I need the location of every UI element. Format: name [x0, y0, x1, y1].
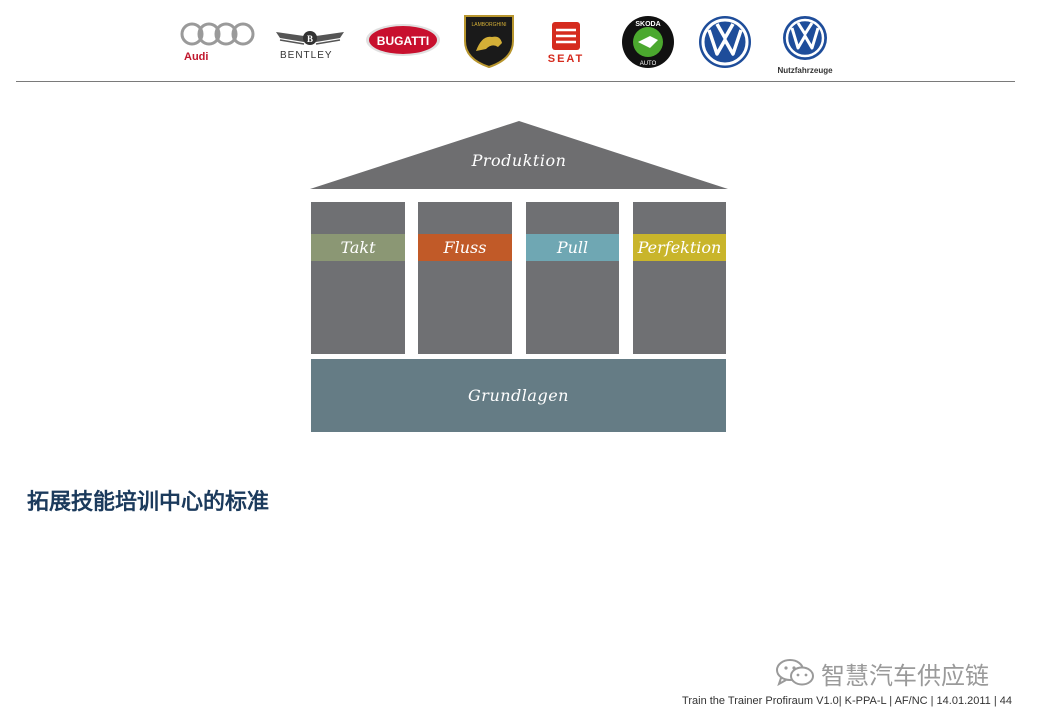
svg-text:B: B: [307, 34, 313, 44]
foundation-block: Grundlagen: [311, 359, 726, 432]
svg-text:LAMBORGHINI: LAMBORGHINI: [471, 22, 506, 28]
seat-label: SEAT: [548, 53, 585, 64]
roof-label: Produktion: [471, 151, 567, 170]
bugatti-oval-icon: BUGATTI: [364, 22, 442, 58]
bentley-label: BENTLEY: [280, 50, 333, 61]
vw-commercial-logo-icon: Nutzfahrzeuge: [771, 14, 841, 78]
band-perfektion: Perfektion: [633, 234, 726, 261]
roof-shape: [310, 121, 728, 189]
header-divider: [16, 81, 1015, 82]
skoda-arrow-icon: SKODA AUTO: [620, 14, 676, 70]
vw-logo-icon: [697, 14, 753, 70]
watermark: 智慧汽车供应链: [775, 656, 989, 690]
foundation-label: Grundlagen: [468, 386, 569, 405]
audi-label: Audi: [184, 51, 208, 63]
pillar-fluss: [418, 202, 512, 354]
lamborghini-shield-icon: LAMBORGHINI: [462, 13, 516, 69]
watermark-text: 智慧汽车供应链: [821, 661, 989, 690]
svg-text:AUTO: AUTO: [640, 61, 657, 67]
band-pull: Pull: [526, 234, 619, 261]
slide-footer: Train the Trainer Profiraum V1.0| K-PPA-…: [682, 695, 1012, 707]
brand-logo-bar: Audi B BENTLEY BUGATTI LAMBORGHINI: [0, 0, 1040, 82]
band-fluss: Fluss: [418, 234, 512, 261]
bentley-wings-icon: B BENTLEY: [272, 22, 348, 62]
pillar-takt: [311, 202, 405, 354]
bugatti-label: BUGATTI: [377, 34, 429, 48]
band-takt: Takt: [311, 234, 405, 261]
pillar-pull: [526, 202, 619, 354]
svg-text:SKODA: SKODA: [635, 21, 660, 28]
seat-logo-icon: SEAT: [534, 18, 598, 65]
page-headline: 拓展技能培训中心的标准: [27, 489, 270, 515]
wechat-icon: [776, 659, 814, 687]
pillar-perfektion: [633, 202, 726, 354]
nutzfahrzeuge-label: Nutzfahrzeuge: [777, 66, 833, 75]
audi-rings-icon: Audi: [180, 20, 256, 64]
